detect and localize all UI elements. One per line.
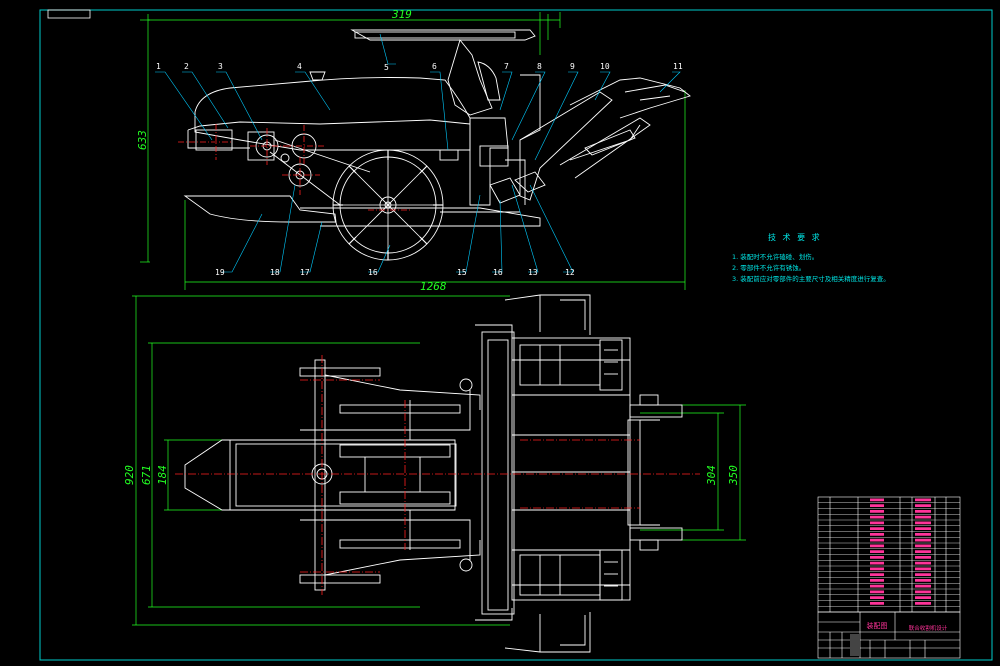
drawing-frame [39, 9, 993, 661]
parts-row-material-mark [915, 538, 931, 542]
parts-row-name-mark [870, 510, 884, 513]
parts-row-material-mark [915, 504, 931, 507]
parts-row-material-mark [915, 550, 931, 553]
part-label: 12 [565, 268, 575, 277]
title-block [817, 611, 961, 659]
part-label: 1 [156, 62, 161, 71]
tech-requirement-item: 3. 装配前应对零部件的主要尺寸及相关精度进行复查。 [732, 274, 890, 283]
side-centerlines [178, 124, 410, 211]
tech-requirement-item: 2. 零部件不允许有锈蚀。 [732, 263, 805, 272]
product-name: 联合收割机设计 [909, 624, 948, 632]
top-view [132, 294, 746, 653]
part-label: 9 [570, 62, 575, 71]
part-label: 4 [297, 62, 302, 71]
part-label: 15 [457, 268, 467, 277]
side-view [140, 12, 691, 290]
parts-row-material-mark [915, 602, 931, 605]
part-label: 3 [218, 62, 223, 71]
parts-row-name-mark [870, 596, 884, 599]
parts-row-name-mark [870, 538, 884, 542]
part-label: 19 [215, 268, 225, 277]
part-label: 13 [528, 268, 538, 277]
parts-row-name-mark [870, 602, 884, 605]
part-label: 5 [384, 63, 389, 72]
parts-row-name-mark [870, 561, 884, 565]
parts-row-name-mark [870, 504, 884, 507]
drawing-name: 装配图 [867, 621, 888, 630]
parts-row-material-mark [915, 590, 931, 594]
parts-row-name-mark [870, 573, 884, 576]
dim-cutter-gap: 304 [705, 465, 718, 486]
dim-overall-width: 920 [123, 465, 136, 485]
parts-row-name-mark [870, 567, 884, 571]
part-label: 18 [270, 268, 280, 277]
part-label: 6 [432, 62, 437, 71]
part-label: 11 [673, 62, 683, 71]
title-block-fill [850, 634, 860, 656]
part-number-group: 1 2 3 4 5 6 7 8 9 10 11 12 13 16 15 16 1… [156, 62, 683, 277]
sheet-code-box [47, 9, 91, 19]
part-label: 7 [504, 62, 509, 71]
parts-list-rows [818, 498, 960, 607]
part-label: 2 [184, 62, 189, 71]
parts-row-name-mark [870, 527, 884, 530]
parts-row-material-mark [915, 561, 931, 565]
parts-row-name-mark [870, 515, 884, 519]
parts-row-name-mark [870, 533, 884, 536]
parts-row-name-mark [870, 521, 884, 525]
parts-row-material-mark [915, 515, 931, 519]
parts-row-name-mark [870, 550, 884, 553]
dim-inner-width: 671 [140, 465, 153, 485]
parts-row-material-mark [915, 579, 931, 582]
parts-row-material-mark [915, 584, 931, 588]
tech-requirements-title: 技 术 要 求 [768, 232, 822, 242]
parts-row-material-mark [915, 544, 931, 548]
parts-row-name-mark [870, 544, 884, 548]
part-label: 17 [300, 268, 310, 277]
dim-side-height: 633 [136, 130, 149, 150]
part-label: 16 [493, 268, 503, 277]
tech-requirement-item: 1. 装配时不允许磕碰、划伤。 [732, 252, 818, 261]
part-label: 8 [537, 62, 542, 71]
part-label: 16 [368, 268, 378, 277]
parts-row-material-mark [915, 567, 931, 571]
parts-row-material-mark [915, 573, 931, 576]
dim-side-length: 1268 [420, 280, 447, 293]
parts-row-name-mark [870, 579, 884, 582]
parts-row-name-mark [870, 590, 884, 594]
parts-row-material-mark [915, 510, 931, 513]
technical-requirements: 技 术 要 求 1. 装配时不允许磕碰、划伤。 2. 零部件不允许有锈蚀。 3.… [732, 232, 890, 283]
part-label: 10 [600, 62, 610, 71]
frame-corner-mark [975, 9, 993, 28]
parts-row-material-mark [915, 498, 931, 502]
parts-row-material-mark [915, 556, 931, 559]
parts-row-material-mark [915, 527, 931, 530]
parts-row-material-mark [915, 596, 931, 599]
parts-row-name-mark [870, 584, 884, 588]
dim-cutter-span: 350 [727, 465, 740, 486]
top-centerlines [175, 355, 700, 595]
parts-row-material-mark [915, 521, 931, 525]
part-leaders [155, 33, 681, 273]
parts-row-material-mark [915, 533, 931, 536]
parts-row-name-mark [870, 556, 884, 559]
parts-row-name-mark [870, 498, 884, 502]
dim-track-width: 184 [156, 465, 169, 485]
dim-top-width: 319 [391, 8, 412, 21]
